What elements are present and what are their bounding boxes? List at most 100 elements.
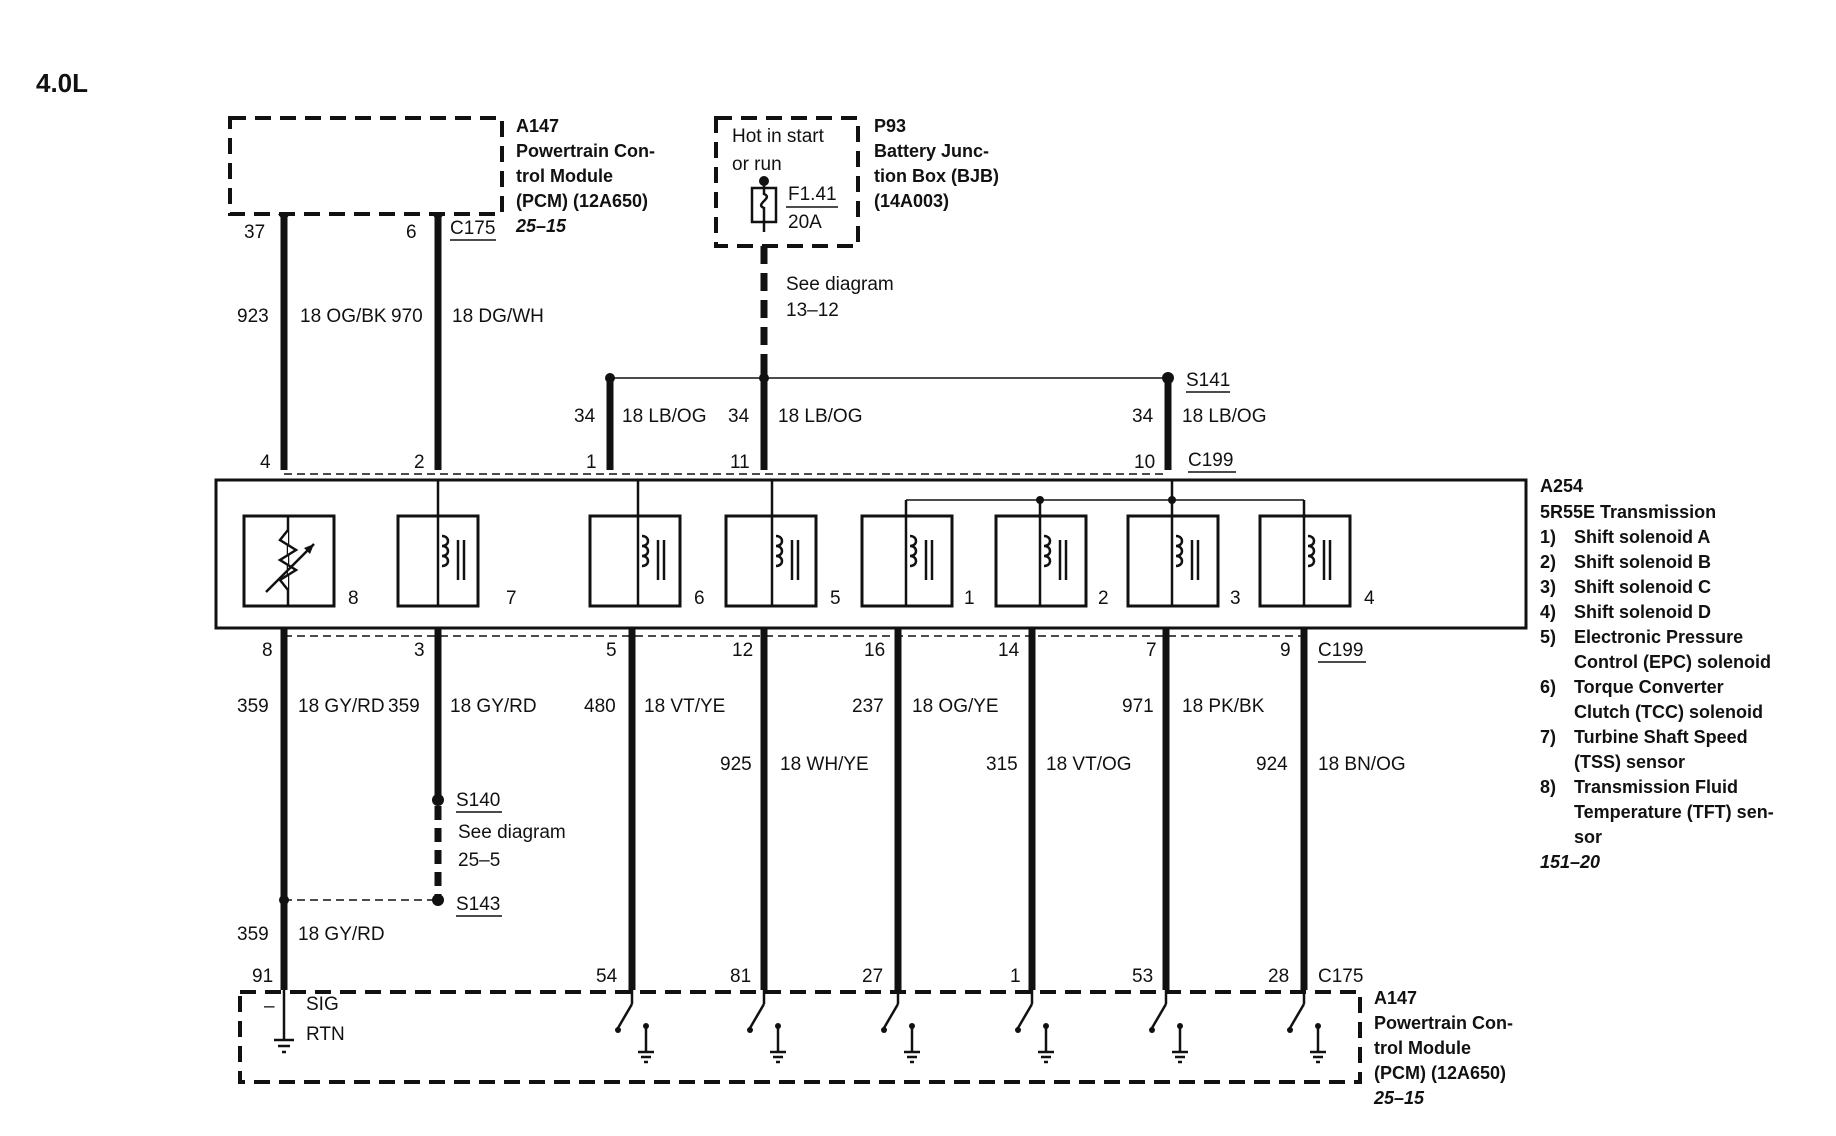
color-og-ye: 18 OG/YE	[912, 696, 999, 717]
bjb-id: P93	[874, 116, 906, 136]
component-num-4: 4	[1364, 588, 1375, 609]
bjb-box	[714, 116, 860, 248]
connector-c199-bottom: C199	[1318, 640, 1363, 661]
switch-ground-icon	[1149, 990, 1188, 1064]
svg-text:Shift solenoid B: Shift solenoid B	[1574, 552, 1711, 572]
pcm-pin-28: 28	[1268, 966, 1289, 987]
bjb-name-2: tion Box (BJB)	[874, 166, 999, 186]
bjb-hot-2: or run	[732, 154, 782, 175]
svg-text:Clutch (TCC) solenoid: Clutch (TCC) solenoid	[1574, 702, 1763, 722]
svg-text:Shift solenoid D: Shift solenoid D	[1574, 602, 1711, 622]
circuit-34-a: 34	[574, 406, 596, 427]
circuit-359-b: 359	[388, 696, 420, 717]
s140-see-2: 25–5	[458, 850, 500, 871]
pcm-top-name-2: trol Module	[516, 166, 613, 186]
shift-solenoid-a	[860, 500, 954, 608]
svg-text:4): 4)	[1540, 602, 1556, 622]
color-og-bk: 18 OG/BK	[300, 306, 387, 327]
color-dg-wh: 18 DG/WH	[452, 306, 544, 327]
bjb-name-3: (14A003)	[874, 191, 949, 211]
circuit-480: 480	[584, 696, 616, 717]
connector-c199-top: C199	[1188, 450, 1233, 471]
pcm-pin-53: 53	[1132, 966, 1153, 987]
circuit-359-merged: 359	[237, 924, 269, 945]
c199-pin-5: 5	[606, 640, 617, 661]
c199-pin-14: 14	[998, 640, 1020, 661]
switch-ground-icon	[881, 990, 920, 1064]
pin-37: 37	[244, 222, 265, 243]
pcm-top-id: A147	[516, 116, 559, 136]
c199-pin-16: 16	[864, 640, 885, 661]
svg-text:6): 6)	[1540, 677, 1556, 697]
connector-c175-top: C175	[450, 218, 495, 239]
c199-pin-3: 3	[414, 640, 425, 661]
fuse-element	[759, 182, 769, 232]
circuit-925: 925	[720, 754, 752, 775]
svg-text:Transmission Fluid: Transmission Fluid	[1574, 777, 1738, 797]
fuse-amps: 20A	[788, 212, 822, 233]
transmission-id: A254	[1540, 476, 1583, 496]
diagram-title: 4.0L	[36, 68, 88, 98]
svg-text:Temperature (TFT) sen-: Temperature (TFT) sen-	[1574, 802, 1774, 822]
splice-s141: S141	[1186, 370, 1230, 391]
bjb-see-1: See diagram	[786, 274, 894, 295]
c199-pin-4: 4	[260, 452, 271, 473]
switch-ground-icon	[747, 990, 786, 1064]
svg-text:151–20: 151–20	[1540, 852, 1600, 872]
component-num-2: 2	[1098, 588, 1109, 609]
tcc-solenoid	[588, 480, 682, 608]
c199-pin-10: 10	[1134, 452, 1155, 473]
pcm-pin-1: 1	[1010, 966, 1021, 987]
pcm-bottom-rtn: RTN	[306, 1024, 345, 1045]
circuit-923: 923	[237, 306, 269, 327]
bjb-see-2: 13–12	[786, 300, 839, 321]
pcm-top-name-1: Powertrain Con-	[516, 141, 655, 161]
svg-text:1): 1)	[1540, 527, 1556, 547]
transmission-name: 5R55E Transmission	[1540, 502, 1716, 522]
color-lb-og-a: 18 LB/OG	[622, 406, 707, 427]
pcm-top-ref: 25–15	[515, 216, 567, 236]
pcm-bottom-ref: 25–15	[1373, 1088, 1425, 1108]
color-wh-ye: 18 WH/YE	[780, 754, 869, 775]
circuit-34-b: 34	[728, 406, 750, 427]
color-gy-rd-b: 18 GY/RD	[450, 696, 537, 717]
shift-solenoid-b	[994, 500, 1088, 608]
bjb-name-1: Battery Junc-	[874, 141, 989, 161]
svg-text:2): 2)	[1540, 552, 1556, 572]
ground-icon	[274, 1038, 294, 1054]
color-gy-rd-a: 18 GY/RD	[298, 696, 385, 717]
splice-s143: S143	[456, 894, 500, 915]
component-num-6: 6	[694, 588, 705, 609]
pcm-top-name-3: (PCM) (12A650)	[516, 191, 648, 211]
color-lb-og-c: 18 LB/OG	[1182, 406, 1267, 427]
color-pk-bk: 18 PK/BK	[1182, 696, 1265, 717]
color-vt-og: 18 VT/OG	[1046, 754, 1132, 775]
svg-text:5): 5)	[1540, 627, 1556, 647]
tss-sensor	[396, 480, 480, 608]
circuit-359-a: 359	[237, 696, 269, 717]
circuit-970: 970	[391, 306, 423, 327]
pcm-pin-27: 27	[862, 966, 883, 987]
epc-solenoid	[724, 480, 818, 608]
c199-pin-2: 2	[414, 452, 425, 473]
component-num-3: 3	[1230, 588, 1241, 609]
pcm-pin-81: 81	[730, 966, 751, 987]
switch-ground-icon	[1015, 990, 1054, 1064]
switch-ground-icon	[615, 990, 654, 1064]
pcm-bottom-id: A147	[1374, 988, 1417, 1008]
color-gy-rd-merged: 18 GY/RD	[298, 924, 385, 945]
transmission-legend: 1) Shift solenoid A 2) Shift solenoid B …	[1540, 527, 1774, 872]
circuit-34-c: 34	[1132, 406, 1154, 427]
c199-pin-9: 9	[1280, 640, 1291, 661]
color-lb-og-b: 18 LB/OG	[778, 406, 863, 427]
svg-text:8): 8)	[1540, 777, 1556, 797]
c199-pin-11: 11	[730, 452, 750, 473]
transmission-box	[214, 478, 1528, 630]
svg-text:sor: sor	[1574, 827, 1602, 847]
switch-ground-icon	[1287, 990, 1326, 1064]
pcm-pin-54: 54	[596, 966, 618, 987]
fuse-label: F1.41	[788, 184, 837, 205]
circuit-924: 924	[1256, 754, 1288, 775]
color-vt-ye: 18 VT/YE	[644, 696, 725, 717]
